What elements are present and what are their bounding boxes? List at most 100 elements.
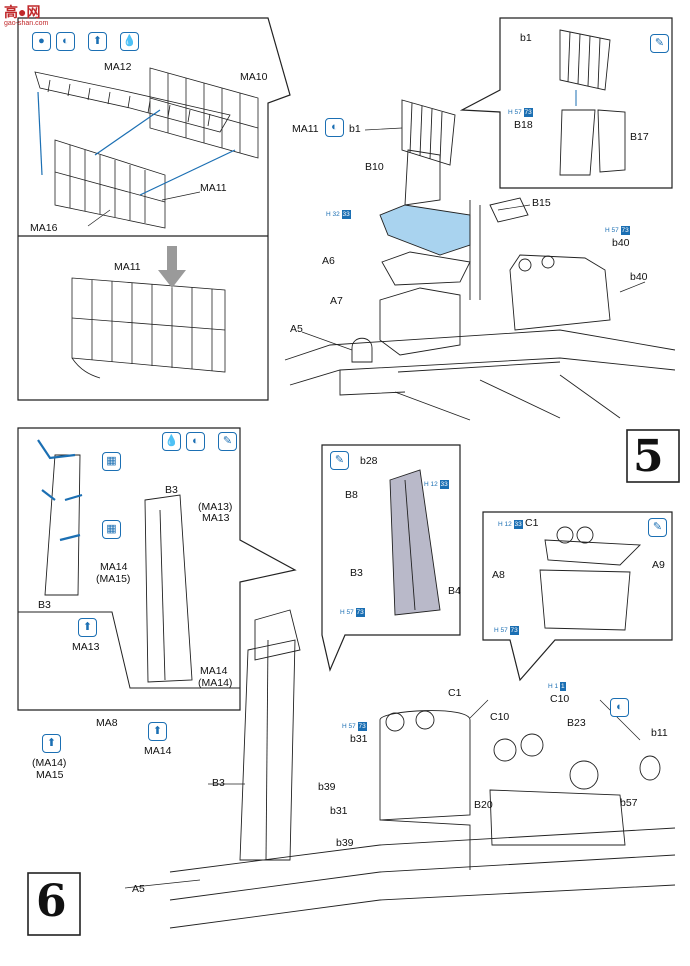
b3-b4-mast <box>389 469 441 616</box>
step-number-5: 5 <box>633 431 664 482</box>
part-label-ma13: MA13 <box>202 512 230 524</box>
b3-main-mast <box>239 609 301 861</box>
part-label-ma14-paren: (MA14) <box>198 677 233 689</box>
step-6-box <box>27 872 81 936</box>
part-label-ma11-assembled: MA11 <box>114 261 141 273</box>
part-label-a7: A7 <box>330 295 343 307</box>
part-label-b31-second: b31 <box>330 805 348 817</box>
part-label-b3-sub: B3 <box>350 567 363 579</box>
part-label-c10-right: C10 <box>550 693 570 705</box>
part-label-ma13-sub: MA13 <box>72 641 100 653</box>
rotate-icon: ◐ <box>186 432 205 451</box>
paint-code-h57: H 57 73 <box>605 226 630 235</box>
part-label-ma12: MA12 <box>104 61 132 73</box>
part-label-b40-second: b40 <box>630 271 648 283</box>
site-logo: 高●网 <box>4 4 41 20</box>
callout-box-funnel <box>482 511 673 682</box>
callout-box-radar-detail <box>459 17 673 189</box>
paint-code-h1: H 1 1 <box>548 682 566 691</box>
part-label-b1: b1 <box>349 123 361 135</box>
part-label-b11: b11 <box>651 727 668 739</box>
part-label-a6: A6 <box>322 255 335 267</box>
part-label-b3-left: B3 <box>38 599 51 611</box>
part-label-ma11-ref: MA11 <box>292 123 319 135</box>
paint-code-h57: H 57 73 <box>508 108 533 117</box>
part-label-ma13-paren: (MA13) <box>198 501 233 513</box>
part-label-b4: B4 <box>448 585 461 597</box>
part-label-a8: A8 <box>492 569 505 581</box>
part-label-b40: b40 <box>612 237 630 249</box>
part-label-b10: B10 <box>365 161 384 173</box>
paint-code-h57: H 57 73 <box>342 722 367 731</box>
part-label-b1-detail: b1 <box>520 32 532 44</box>
a6-bridge-highlight <box>379 204 471 256</box>
part-label-ma10: MA10 <box>240 71 268 83</box>
part-label-b3-mid: B3 <box>165 484 178 496</box>
part-label-ma16: MA16 <box>30 222 58 234</box>
ma10-grille <box>149 67 259 159</box>
ma12-truss <box>34 71 231 133</box>
photo-etch-icon: ▦ <box>102 452 121 471</box>
part-label-a9: A9 <box>652 559 665 571</box>
b1-radar-detail <box>559 29 626 176</box>
paint-code-h57: H 57 73 <box>494 626 519 635</box>
radar-assembly <box>401 99 456 206</box>
up-arrow-icon: ⬆ <box>78 618 97 637</box>
part-label-b31: b31 <box>350 733 368 745</box>
part-label-ma11: MA11 <box>200 182 227 194</box>
brush-icon: ✎ <box>218 432 237 451</box>
photo-etch-icon: ▦ <box>102 520 121 539</box>
up-arrow-icon: ⬆ <box>148 722 167 741</box>
part-label-b23: B23 <box>567 717 586 729</box>
part-label-b57: b57 <box>620 797 638 809</box>
assembly-arrow <box>158 246 186 288</box>
part-label-c10-left: C10 <box>490 711 510 723</box>
part-label-b39: b39 <box>318 781 336 793</box>
part-label-b17: B17 <box>630 131 649 143</box>
part-label-c1-detail: C1 <box>525 517 539 529</box>
part-label-b28: b28 <box>360 455 378 467</box>
callout-box-ma-frame <box>17 17 291 401</box>
brush-icon: ✎ <box>330 451 349 470</box>
step-5-box <box>626 429 680 483</box>
glue-icon: ● <box>32 32 51 51</box>
part-label-a5: A5 <box>290 323 303 335</box>
part-label-b3-main: B3 <box>212 777 225 789</box>
ma11-grille-assembled <box>71 277 226 379</box>
paint-code-h32: H 32 33 <box>326 210 351 219</box>
c1-funnel-detail <box>539 526 642 631</box>
a7-platform <box>381 251 471 286</box>
part-label-ma14-sub: MA14 <box>144 745 172 757</box>
brush-icon: ✎ <box>648 518 667 537</box>
part-label-ma15: MA15 <box>36 769 64 781</box>
part-label-ma14-right: MA14 <box>200 665 228 677</box>
brush-icon: ✎ <box>650 34 669 53</box>
part-label-b15: B15 <box>532 197 551 209</box>
rotate-icon: ◐ <box>325 118 344 137</box>
part-label-ma15-paren: (MA15) <box>96 573 131 585</box>
part-label-ma14-paren-2: (MA14) <box>32 757 67 769</box>
step-number-6: 6 <box>36 876 67 927</box>
rotate-icon: ◐ <box>610 698 629 717</box>
part-label-c1: C1 <box>448 687 462 699</box>
callout-box-mast-detail <box>17 427 297 711</box>
up-arrow-icon: ⬆ <box>88 32 107 51</box>
part-label-ma8: MA8 <box>96 717 118 729</box>
rotate-icon: ◐ <box>56 32 75 51</box>
ship-hull-upper <box>284 254 676 421</box>
part-label-b8: B8 <box>345 489 358 501</box>
ship-hull-lower <box>169 710 676 929</box>
paint-code-h12: H 12 33 <box>424 480 449 489</box>
callout-box-b3-mast <box>321 444 461 672</box>
up-arrow-icon: ⬆ <box>42 734 61 753</box>
paint-code-h12: H 12 33 <box>498 520 523 529</box>
paint-code-h57: H 57 73 <box>340 608 365 617</box>
site-logo-url: gao-shan.com <box>4 20 49 27</box>
part-label-b20: B20 <box>474 799 493 811</box>
part-label-b18: B18 <box>514 119 533 131</box>
part-label-b39-second: b39 <box>336 837 354 849</box>
part-label-ma14: MA14 <box>100 561 128 573</box>
paint-drop-icon: 💧 <box>162 432 181 451</box>
paint-drop-icon: 💧 <box>120 32 139 51</box>
